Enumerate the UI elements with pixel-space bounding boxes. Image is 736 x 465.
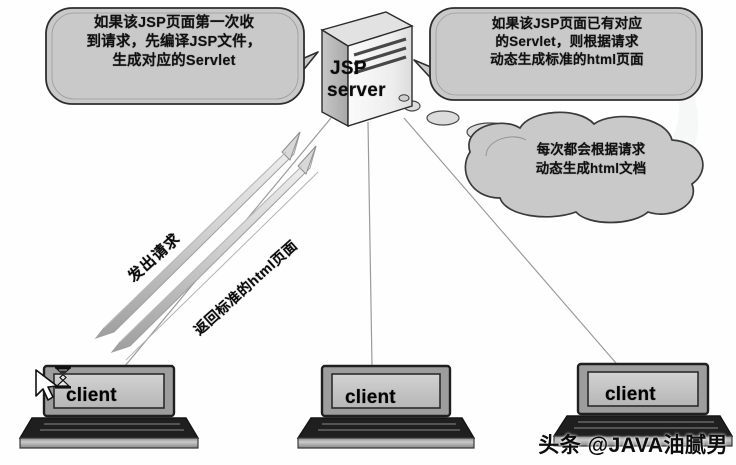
laptop-keyboard-center [296, 417, 476, 439]
speech-bubble-existing-servlet [413, 7, 703, 101]
arrow-echo [125, 171, 319, 361]
watermark-text: 头条 @JAVA油腻男 [538, 434, 728, 457]
request-response-arrows [94, 131, 319, 361]
client-label-center: client [345, 387, 396, 408]
speech-bubble-first-request [45, 7, 319, 105]
server-label-line2: server [327, 80, 386, 101]
cloud-text-every-request: 每次都会根据请求 动态生成html文档 [535, 142, 647, 177]
connector-right [403, 117, 623, 371]
arrow-response [110, 145, 317, 354]
client-label-right: client [605, 384, 656, 405]
laptop-screen-left [53, 373, 165, 409]
laptop-screen-right [587, 371, 699, 407]
laptop-keys-right [574, 421, 718, 429]
client-label-left: client [66, 385, 117, 406]
laptop-screen-center [331, 373, 441, 409]
laptop-keys-left [40, 423, 184, 431]
hourglass-icon [55, 366, 71, 389]
bubble-text-existing-servlet: 如果该JSP页面已有对应 的Servlet，则根据请求 动态生成标准的html页… [490, 16, 644, 67]
laptop-keyboard-left [18, 417, 200, 439]
client-laptop-left [18, 364, 200, 449]
client-laptop-center [296, 364, 476, 449]
server-power-button [398, 94, 410, 102]
arrow-request [94, 131, 301, 340]
laptop-base-left [19, 437, 199, 449]
jsp-server-tower [320, 11, 414, 128]
pointer-busy-cursor [35, 366, 71, 401]
laptop-keys-center [318, 423, 460, 431]
server-vents [353, 37, 407, 75]
laptop-base-center [297, 437, 475, 449]
server-label-line1: JSP [330, 58, 367, 79]
laptop-base-right [553, 435, 733, 447]
cloud-trail-dot-2 [426, 110, 460, 126]
connector-center [367, 121, 373, 367]
bubble-text-first-request: 如果该JSP页面第一次收 到请求，先编译JSP文件， 生成对应的Servlet [86, 15, 262, 70]
client-laptop-right [552, 362, 734, 447]
